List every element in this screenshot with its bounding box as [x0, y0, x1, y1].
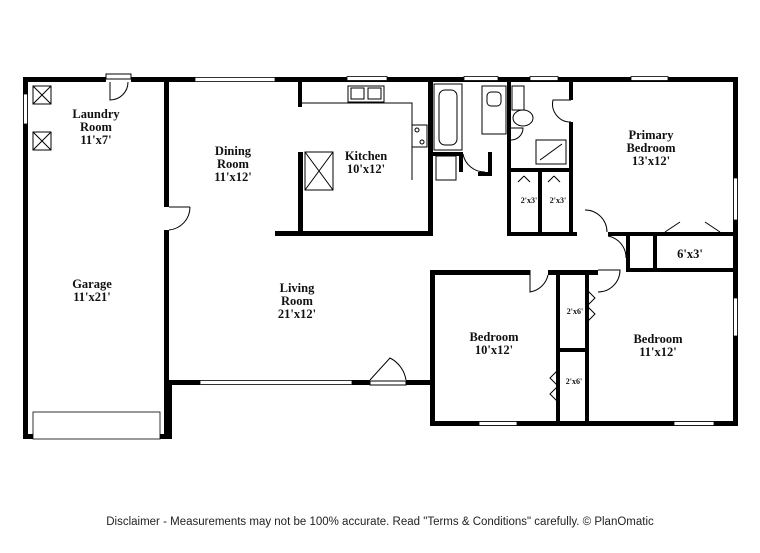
primary-bedroom-dims: 13'x12': [632, 154, 670, 168]
living-room-name-line2: Room: [281, 294, 314, 308]
laundry-room-name-line2: Room: [80, 120, 113, 134]
laundry-room-dims: 11'x7': [80, 133, 111, 147]
dining-room-name-line1: Dining: [215, 144, 252, 158]
garage-label: Garage 11'x21': [72, 277, 112, 304]
primary-bedroom-name-line1: Primary: [628, 128, 674, 142]
hall-closet-a-dims: 2'x3': [521, 196, 537, 205]
primary-closet-dims: 6'x3': [677, 247, 703, 261]
garage-name: Garage: [72, 277, 112, 291]
kitchen-name: Kitchen: [345, 149, 387, 163]
windows: [23, 76, 738, 440]
living-room-label: Living Room 21'x12': [278, 281, 316, 321]
hall-closet-b-dims: 2'x3': [550, 196, 566, 205]
bedroom-closet-upper-dims: 2'x6': [567, 307, 583, 316]
bedroom-right-dims: 11'x12': [639, 345, 677, 359]
walls: [23, 77, 738, 439]
bedroom-left-dims: 10'x12': [475, 343, 513, 357]
room-labels: Laundry Room 11'x7' Dining Room 11'x12' …: [72, 107, 683, 359]
primary-bedroom-name-line2: Bedroom: [626, 141, 676, 155]
bedroom-right-label: Bedroom 11'x12': [633, 332, 683, 359]
closet-labels: 2'x3' 2'x3' 6'x3' 2'x6' 2'x6': [521, 196, 703, 386]
bedroom-left-name: Bedroom: [469, 330, 519, 344]
laundry-room-name-line1: Laundry: [72, 107, 120, 121]
living-room-name-line1: Living: [280, 281, 315, 295]
kitchen-label: Kitchen 10'x12': [345, 149, 387, 176]
bedroom-left-label: Bedroom 10'x12': [469, 330, 519, 357]
living-room-dims: 21'x12': [278, 307, 316, 321]
primary-bedroom-label: Primary Bedroom 13'x12': [626, 128, 676, 168]
laundry-room-label: Laundry Room 11'x7': [72, 107, 120, 147]
kitchen-dims: 10'x12': [347, 162, 385, 176]
dining-room-dims: 11'x12': [214, 170, 252, 184]
fixtures: [32, 83, 567, 191]
doors: [105, 73, 721, 403]
garage-dims: 11'x21': [73, 290, 111, 304]
dining-room-label: Dining Room 11'x12': [214, 144, 252, 184]
bedroom-right-name: Bedroom: [633, 332, 683, 346]
bedroom-closet-lower-dims: 2'x6': [566, 377, 582, 386]
dining-room-name-line2: Room: [217, 157, 250, 171]
disclaimer-text: Disclaimer - Measurements may not be 100…: [106, 516, 654, 528]
